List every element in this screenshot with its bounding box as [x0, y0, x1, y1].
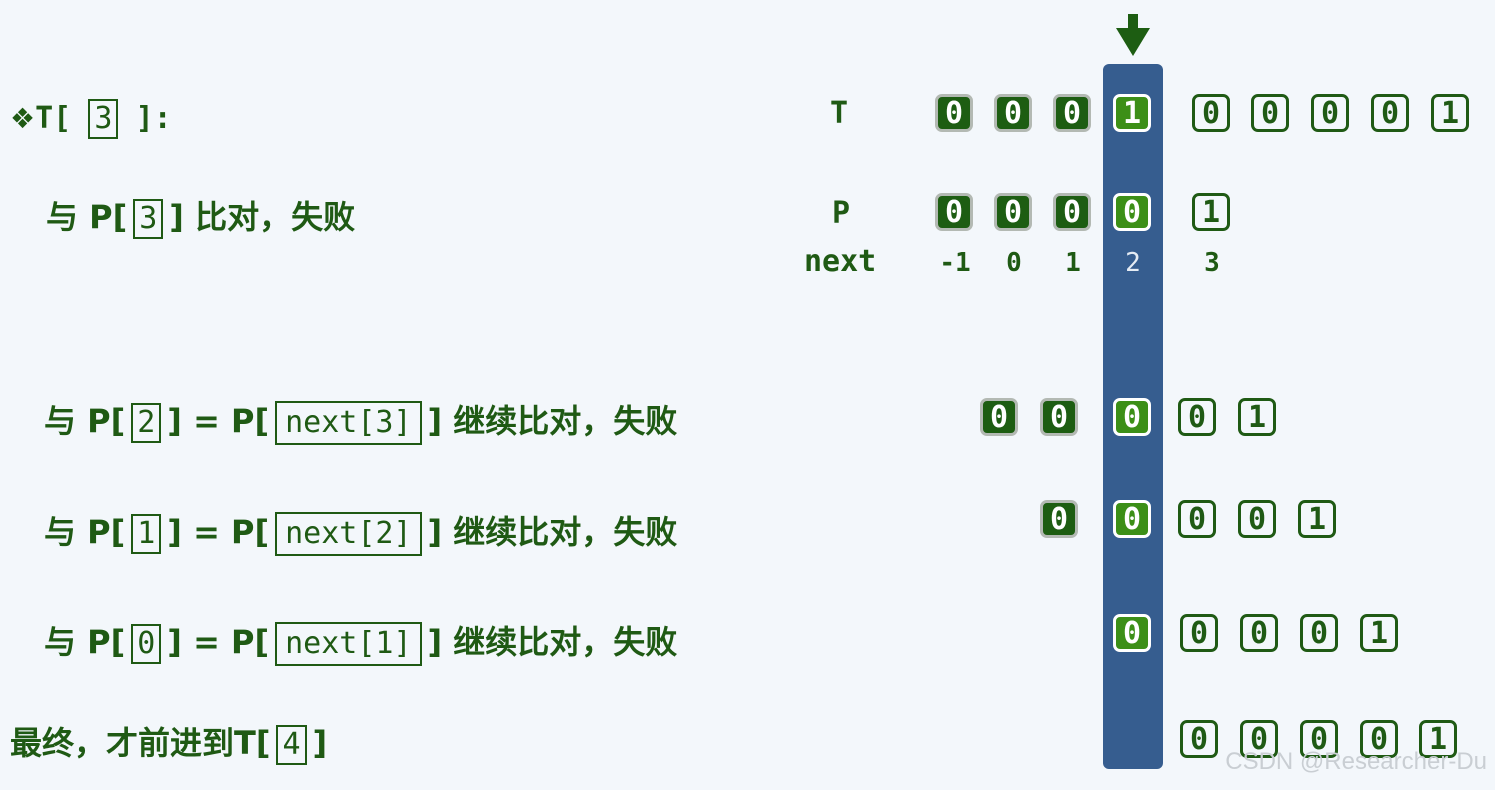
p-cell: 1 — [1298, 500, 1336, 538]
index-box: 3 — [88, 99, 119, 139]
next-box: next[2] — [275, 512, 422, 556]
p-cell: 0 — [1040, 398, 1078, 436]
line-compare-p0: 与 P[0] = P[next[1]] 继续比对，失败 — [44, 617, 677, 666]
p-cell: 0 — [1238, 500, 1276, 538]
line-final: 最终，才前进到T[4] — [10, 718, 327, 765]
index-box: 0 — [131, 624, 162, 664]
next-value: 3 — [1204, 248, 1220, 278]
line-t3: ❖T[ 3 ]: — [10, 98, 172, 139]
watermark: CSDN @Researcher-Du — [1225, 748, 1487, 775]
row-label-t: T — [830, 96, 849, 131]
t-cell: 0 — [1192, 94, 1230, 132]
p-cell-current: 0 — [1113, 398, 1151, 436]
line-compare-p3: 与 P[3] 比对，失败 — [46, 192, 355, 239]
next-box: next[3] — [275, 401, 422, 445]
row-label-p: P — [832, 196, 851, 231]
p-cell: 0 — [1178, 500, 1216, 538]
p-cell: 1 — [1360, 614, 1398, 652]
p-cell: 0 — [1180, 614, 1218, 652]
next-value: -1 — [939, 248, 971, 278]
t-cell-current: 1 — [1113, 94, 1151, 132]
p-cell: 0 — [1300, 720, 1338, 758]
p-cell: 0 — [1040, 500, 1078, 538]
line-compare-p2: 与 P[2] = P[next[3]] 继续比对，失败 — [44, 396, 677, 445]
row-label-next: next — [804, 244, 877, 279]
t-cell: 1 — [1431, 94, 1469, 132]
p-cell: 0 — [980, 398, 1018, 436]
t-cell: 0 — [1311, 94, 1349, 132]
t-cell: 0 — [1371, 94, 1409, 132]
p-cell: 0 — [1360, 720, 1398, 758]
p-cell-current: 0 — [1113, 500, 1151, 538]
p-cell: 0 — [1053, 193, 1091, 231]
p-cell: 0 — [1240, 614, 1278, 652]
t-cell: 0 — [1053, 94, 1091, 132]
next-box: next[1] — [275, 622, 422, 666]
p-cell: 0 — [1240, 720, 1278, 758]
index-box: 1 — [131, 514, 162, 554]
t-cell: 0 — [1251, 94, 1289, 132]
down-arrow-icon — [1116, 14, 1150, 56]
p-cell: 0 — [1300, 614, 1338, 652]
p-cell: 1 — [1419, 720, 1457, 758]
p-cell: 0 — [935, 193, 973, 231]
p-cell: 1 — [1238, 398, 1276, 436]
p-cell-current: 0 — [1113, 614, 1151, 652]
next-value: 1 — [1065, 248, 1081, 278]
p-cell: 1 — [1192, 193, 1230, 231]
t-cell: 0 — [994, 94, 1032, 132]
p-cell: 0 — [994, 193, 1032, 231]
next-value: 0 — [1006, 248, 1022, 278]
next-value: 2 — [1125, 248, 1141, 278]
index-box: 4 — [276, 725, 307, 765]
line-compare-p1: 与 P[1] = P[next[2]] 继续比对，失败 — [44, 507, 677, 556]
index-box: 3 — [133, 199, 164, 239]
t-cell: 0 — [935, 94, 973, 132]
index-box: 2 — [131, 403, 162, 443]
p-cell: 0 — [1178, 398, 1216, 436]
p-cell: 0 — [1180, 720, 1218, 758]
bullet-icon: ❖ — [10, 102, 36, 135]
p-cell-current: 0 — [1113, 193, 1151, 231]
